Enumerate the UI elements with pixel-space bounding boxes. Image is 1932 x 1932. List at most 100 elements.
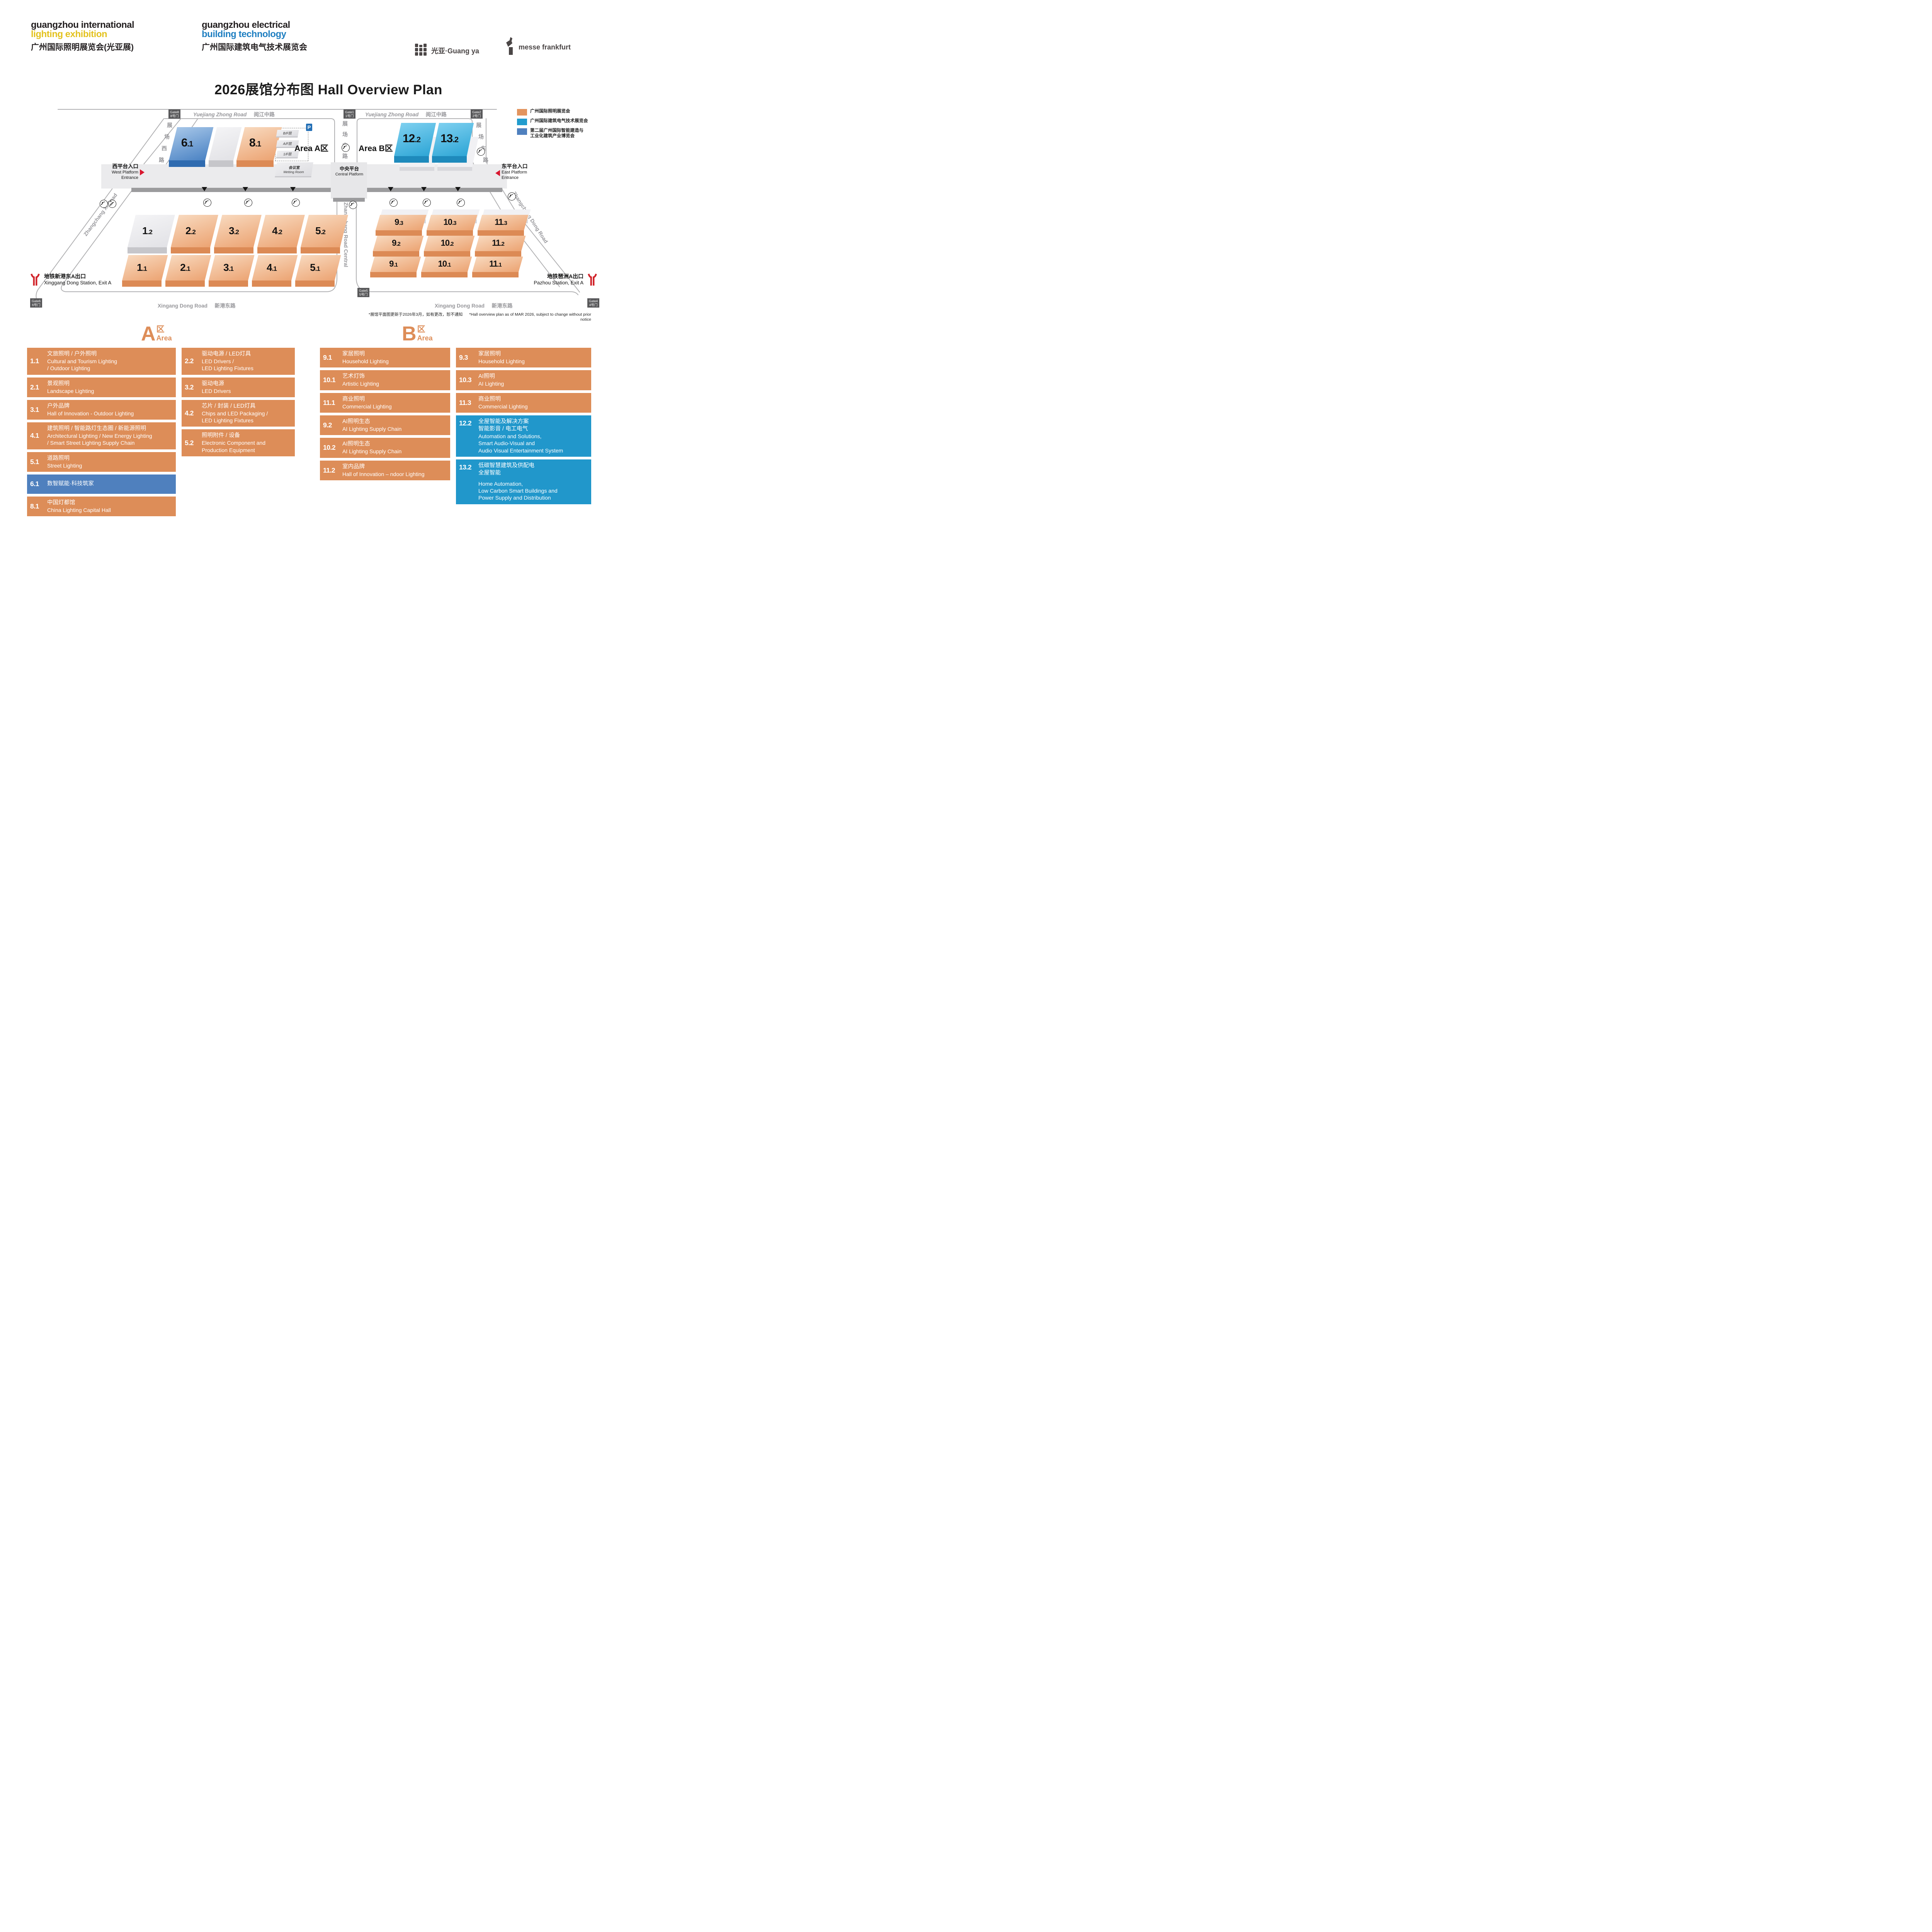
escalator-icon [508, 192, 516, 201]
escalator-icon [423, 199, 431, 207]
hall-5.2: 5.2 [301, 215, 348, 253]
hall-list-zh: AI照明生态 [342, 418, 370, 425]
east-entrance-zh: 东平台入口 [502, 163, 528, 169]
logo-lighting-line2: lighting exhibition [31, 29, 107, 40]
parking-icon: P [306, 124, 312, 131]
zhangchang-zhong-zh-char: 场 [342, 131, 348, 138]
hall-number: 3.2 [229, 225, 239, 236]
hall-list-number: 10.2 [323, 444, 336, 452]
hall-list-zh: 户外品牌 [47, 403, 70, 409]
zhangchang-xi-zh-char: 路 [159, 157, 164, 163]
map-note: *展馆平面图更新于2026年3月，如有更改，恕不通知 *Hall overvie… [359, 311, 591, 322]
hall-list-number: 3.2 [185, 383, 194, 391]
hall-list-zh: 驱动电源 [202, 380, 224, 387]
yuejiang-road-east: Yuejiang Zhong Road 阅江中路 [365, 110, 447, 118]
messe-frankfurt-icon [505, 37, 515, 58]
hall-number: 3.1 [223, 262, 234, 273]
hall-front [236, 160, 274, 167]
hall-10.2: 10.2 [424, 236, 475, 257]
metro-pazhou-zh: 地铁琶洲A出口 [547, 273, 583, 279]
hall-front [437, 167, 472, 171]
page-title: 2026展馆分布图 Hall Overview Plan [214, 82, 442, 97]
hall-list-number: 5.1 [30, 457, 39, 466]
yuejiang-road-en2: Yuejiang Zhong Road [365, 112, 419, 117]
zhangchang-xi-zh-char: 西 [162, 145, 167, 151]
hall-number: 12.2 [402, 132, 421, 145]
metro-pazhou-en: Pazhou Station, Exit A [534, 280, 583, 286]
zhangchang-zhong-zh-char: 展 [342, 121, 348, 127]
hall-number: 5.2 [315, 225, 326, 236]
hall-list-zh: 家居照明 [342, 351, 365, 357]
yuejiang-road-zh2: 阅江中路 [425, 112, 447, 117]
hall-number: 8.1 [249, 136, 261, 149]
hall-list-number: 2.2 [185, 357, 194, 365]
hall-list-en: AI Lighting Supply Chain [342, 448, 402, 455]
down-arrow-icon [243, 187, 248, 191]
meeting-room: 会议室 Metting Room [275, 162, 313, 177]
hall-number: 13.2 [440, 132, 459, 145]
hall-front [424, 251, 470, 257]
hall-list-number: 11.1 [323, 398, 335, 406]
hall-11.3: 11.3 [478, 215, 529, 236]
hall-list-number: 9.1 [323, 354, 332, 362]
hall-number: 9.3 [395, 217, 403, 227]
escalator-icon [100, 200, 108, 208]
hall-front [472, 272, 519, 277]
hall-front [394, 156, 429, 163]
hall-front [421, 272, 468, 277]
hall-front [209, 160, 233, 167]
legend-item: 第二届广州国际智能建造与工业化建筑产业博览会 [517, 128, 606, 139]
zhangchang-road-central-label: Zhangchang Road Central [343, 202, 349, 267]
hall-8.1: 8.1 [236, 127, 282, 167]
hall-list-en: Hall of Innovation - Outdoor Lighting [47, 410, 134, 417]
hall-unlabeled [209, 127, 242, 167]
hall-list-zh: 驱动电源 / LED灯具 [202, 351, 251, 357]
hall-list-en: Commercial Lighting [342, 403, 392, 410]
central-platform: 中央平台 Central Platform [332, 166, 366, 177]
hall-list-number: 11.3 [459, 398, 471, 406]
area-b-letter: B [402, 323, 417, 345]
hall-list-en: Low Carbon Smart Buildings and [478, 488, 558, 494]
hall-6.1: 6.1 [169, 127, 214, 167]
hall-back-slab [437, 137, 479, 171]
hall-list-en: Architectural Lighting / New Energy Ligh… [47, 433, 152, 439]
down-arrow-icon [202, 187, 207, 191]
zhangchang-xi-zh-char: 场 [164, 134, 170, 140]
zhangchang-dong-zh-char: 展 [476, 122, 481, 128]
area-b-header: B 区 Area [402, 323, 433, 345]
hall-list-number: 8.1 [30, 502, 39, 510]
logo-lighting-line3: 广州国际照明展览会(光亚展) [31, 43, 134, 52]
escalator-icon [389, 199, 398, 207]
hall-list-zh: 全屋智能 [478, 469, 501, 476]
hall-9.3: 9.3 [376, 215, 427, 236]
hall-number: 4.2 [272, 225, 282, 236]
hall-2.1: 2.1 [165, 255, 211, 287]
yuejiang-road-en: Yuejiang Zhong Road [193, 112, 247, 117]
area-a-header: A 区 Area [141, 324, 172, 344]
hall-front [400, 167, 434, 171]
hall-list-en: Cultural and Tourism Lighting [47, 358, 117, 365]
hall-list-number: 9.3 [459, 354, 468, 362]
xingang-road-east: Xingang Dong Road 新港东路 [435, 301, 512, 310]
hall-list-en: LED Lighting Fixtures [202, 365, 253, 372]
yuejiang-road-zh: 阅江中路 [253, 112, 275, 117]
hall-12.2: 12.2 [394, 123, 436, 163]
hall-list-zh: 照明附件 / 设备 [202, 432, 240, 439]
hall-front [478, 230, 524, 236]
hall-list-en: AI Lighting [478, 381, 504, 387]
